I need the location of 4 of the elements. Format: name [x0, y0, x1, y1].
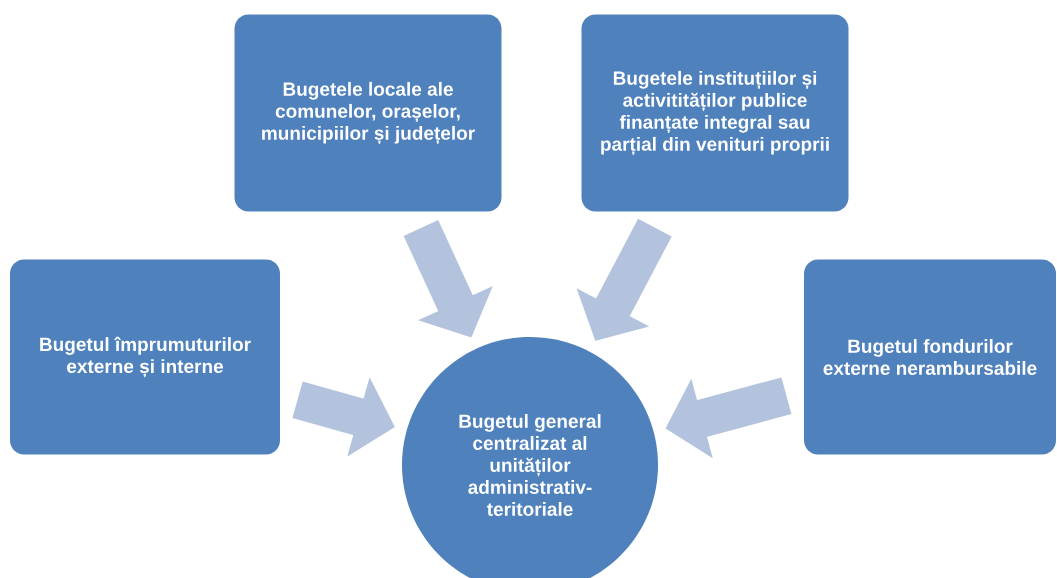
- process-box: Bugetele locale ale comunelor, orașelor, municipiilor și județelor: [234, 14, 502, 212]
- process-box: Bugetul împrumuturilor externe și interne: [10, 259, 280, 455]
- process-box: Bugetul fondurilor externe nerambursabile: [804, 259, 1056, 455]
- process-box: Bugetele instituțiilor și activitităților publice finanțate integral sau parțial din venituri proprii: [581, 14, 849, 212]
